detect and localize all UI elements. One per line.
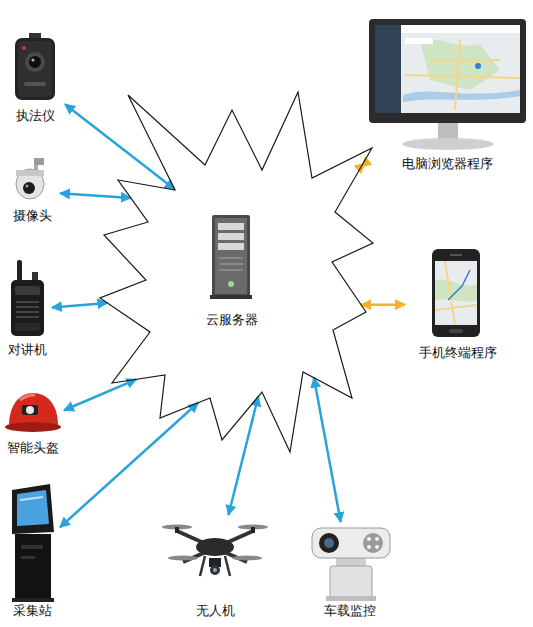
device-node: 智能头盔: [2, 388, 64, 459]
connector-arrow: [60, 403, 198, 527]
device-node: 摄像头: [5, 156, 60, 227]
vehicle-camera-icon: [312, 528, 390, 601]
device-label: 车载监控: [324, 602, 376, 620]
device-node: 手机终端程序: [405, 245, 510, 364]
body-camera-icon: [15, 33, 55, 100]
device-label: 手机终端程序: [419, 344, 497, 362]
server-label: 云服务器: [206, 311, 258, 329]
smart-helmet-icon: [5, 393, 61, 432]
device-node: 车载监控: [300, 522, 400, 622]
device-node: 无人机: [160, 515, 270, 622]
connector-arrow: [361, 303, 405, 306]
connector-arrow: [60, 193, 131, 198]
connector-arrow: [52, 303, 107, 308]
connector-arrow: [65, 104, 175, 189]
phone-icon: [432, 249, 480, 337]
device-label: 无人机: [196, 602, 235, 620]
walkie-talkie-icon: [11, 260, 44, 336]
device-node: 执法仪: [5, 35, 65, 127]
device-label: 执法仪: [16, 107, 55, 125]
cloud-node: 云服务器: [98, 90, 376, 454]
cloud-outline-shape: [100, 92, 373, 452]
device-label: 对讲机: [8, 341, 47, 359]
connector-arrow: [314, 378, 341, 522]
drone-icon: [162, 525, 268, 577]
cloud-outline: [98, 90, 376, 454]
dome-camera-icon: [16, 158, 44, 199]
kiosk-icon: [12, 484, 54, 602]
device-label: 智能头盔: [7, 439, 59, 457]
server-icon: [210, 215, 252, 299]
device-node: 对讲机: [2, 258, 52, 361]
device-node: 采集站: [5, 482, 60, 622]
device-label: 采集站: [13, 602, 52, 620]
device-label: 摄像头: [13, 207, 52, 225]
connector-arrow: [64, 379, 136, 410]
device-label: 电脑浏览器程序: [402, 155, 493, 173]
monitor-icon: [369, 19, 526, 150]
device-node: 电脑浏览器程序: [365, 15, 530, 175]
